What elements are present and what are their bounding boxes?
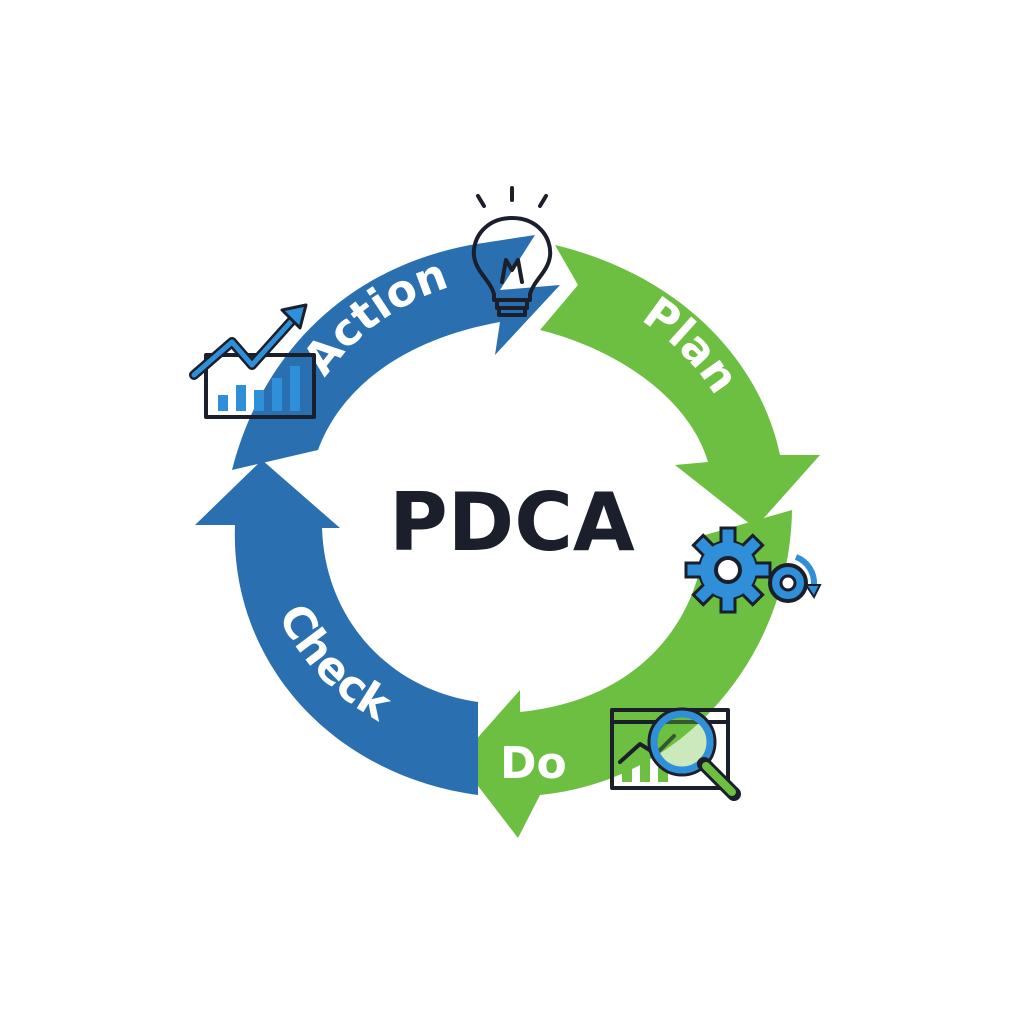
center-label: PDCA bbox=[389, 476, 635, 569]
lightbulb-icon bbox=[471, 186, 553, 317]
gears-icon bbox=[684, 526, 822, 614]
arc-arrow-plan bbox=[540, 245, 820, 528]
segment-label-do: Do bbox=[500, 738, 567, 789]
growth-chart-icon bbox=[189, 303, 316, 419]
magnifier-chart-icon bbox=[610, 707, 741, 801]
arc-arrow-check bbox=[195, 460, 478, 795]
